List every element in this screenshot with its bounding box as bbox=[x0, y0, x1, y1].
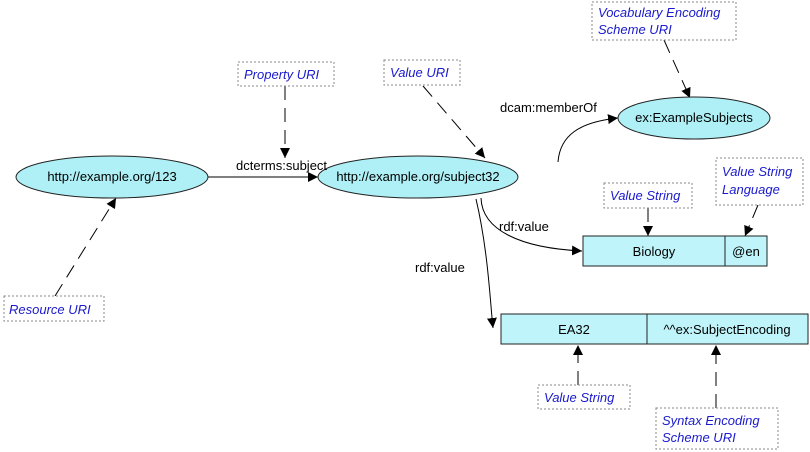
callout-value-string-2: Value String bbox=[537, 384, 631, 410]
node-subject: http://example.org/subject32 bbox=[317, 155, 519, 199]
node-resource-label: http://example.org/123 bbox=[47, 169, 176, 184]
callout-value-uri: Value URI bbox=[383, 59, 461, 86]
edge-rdf-value-2 bbox=[475, 198, 497, 329]
callout-vocab-scheme-line1: Vocabulary Encoding bbox=[598, 5, 721, 20]
callout-value-string-lang: Value String Language bbox=[715, 157, 804, 206]
edge-member-of bbox=[557, 114, 619, 163]
edge-rdf-value-1 bbox=[480, 197, 583, 256]
callout-resource-uri-text: Resource URI bbox=[9, 302, 91, 317]
pointer-vocab-scheme bbox=[663, 39, 691, 99]
pointer-resource-uri bbox=[54, 197, 117, 297]
value-ea32: EA32 bbox=[558, 322, 590, 337]
node-vocab: ex:ExampleSubjects bbox=[617, 96, 771, 140]
value-biology: Biology bbox=[633, 244, 676, 259]
callout-value-string-1: Value String bbox=[603, 182, 693, 209]
pointer-value-string-lang bbox=[744, 204, 759, 237]
callout-vocab-scheme: Vocabulary Encoding Scheme URI bbox=[591, 1, 737, 41]
value-box-ea32: EA32 ^^ex:SubjectEncoding bbox=[500, 313, 809, 345]
pointer-value-uri bbox=[422, 85, 486, 159]
callout-resource-uri: Resource URI bbox=[3, 295, 105, 322]
node-vocab-label: ex:ExampleSubjects bbox=[635, 110, 753, 125]
edge-label-dcterms-subject: dcterms:subject bbox=[236, 158, 327, 173]
value-box-biology: Biology @en bbox=[582, 235, 768, 267]
callout-property-uri-text: Property URI bbox=[244, 67, 320, 82]
callout-value-string-lang-line1: Value String bbox=[722, 164, 793, 179]
edge-label-rdf-value-1: rdf:value bbox=[499, 219, 549, 234]
callout-syntax-scheme-line2: Scheme URI bbox=[662, 430, 736, 445]
lang-en: @en bbox=[732, 244, 760, 259]
edge-label-member-of: dcam:memberOf bbox=[500, 100, 597, 115]
node-subject-label: http://example.org/subject32 bbox=[336, 169, 499, 184]
callout-vocab-scheme-line2: Scheme URI bbox=[598, 22, 672, 37]
node-resource: http://example.org/123 bbox=[15, 155, 209, 199]
callout-syntax-scheme: Syntax Encoding Scheme URI bbox=[655, 407, 779, 450]
edge-label-rdf-value-2: rdf:value bbox=[415, 260, 465, 275]
callout-syntax-scheme-line1: Syntax Encoding bbox=[662, 413, 760, 428]
callout-value-string-1-text: Value String bbox=[610, 188, 681, 203]
callout-value-string-lang-line2: Language bbox=[722, 182, 780, 197]
callout-value-uri-text: Value URI bbox=[390, 65, 449, 80]
callout-property-uri: Property URI bbox=[237, 61, 335, 87]
callout-value-string-2-text: Value String bbox=[544, 390, 615, 405]
encoding-subject: ^^ex:SubjectEncoding bbox=[663, 322, 790, 337]
